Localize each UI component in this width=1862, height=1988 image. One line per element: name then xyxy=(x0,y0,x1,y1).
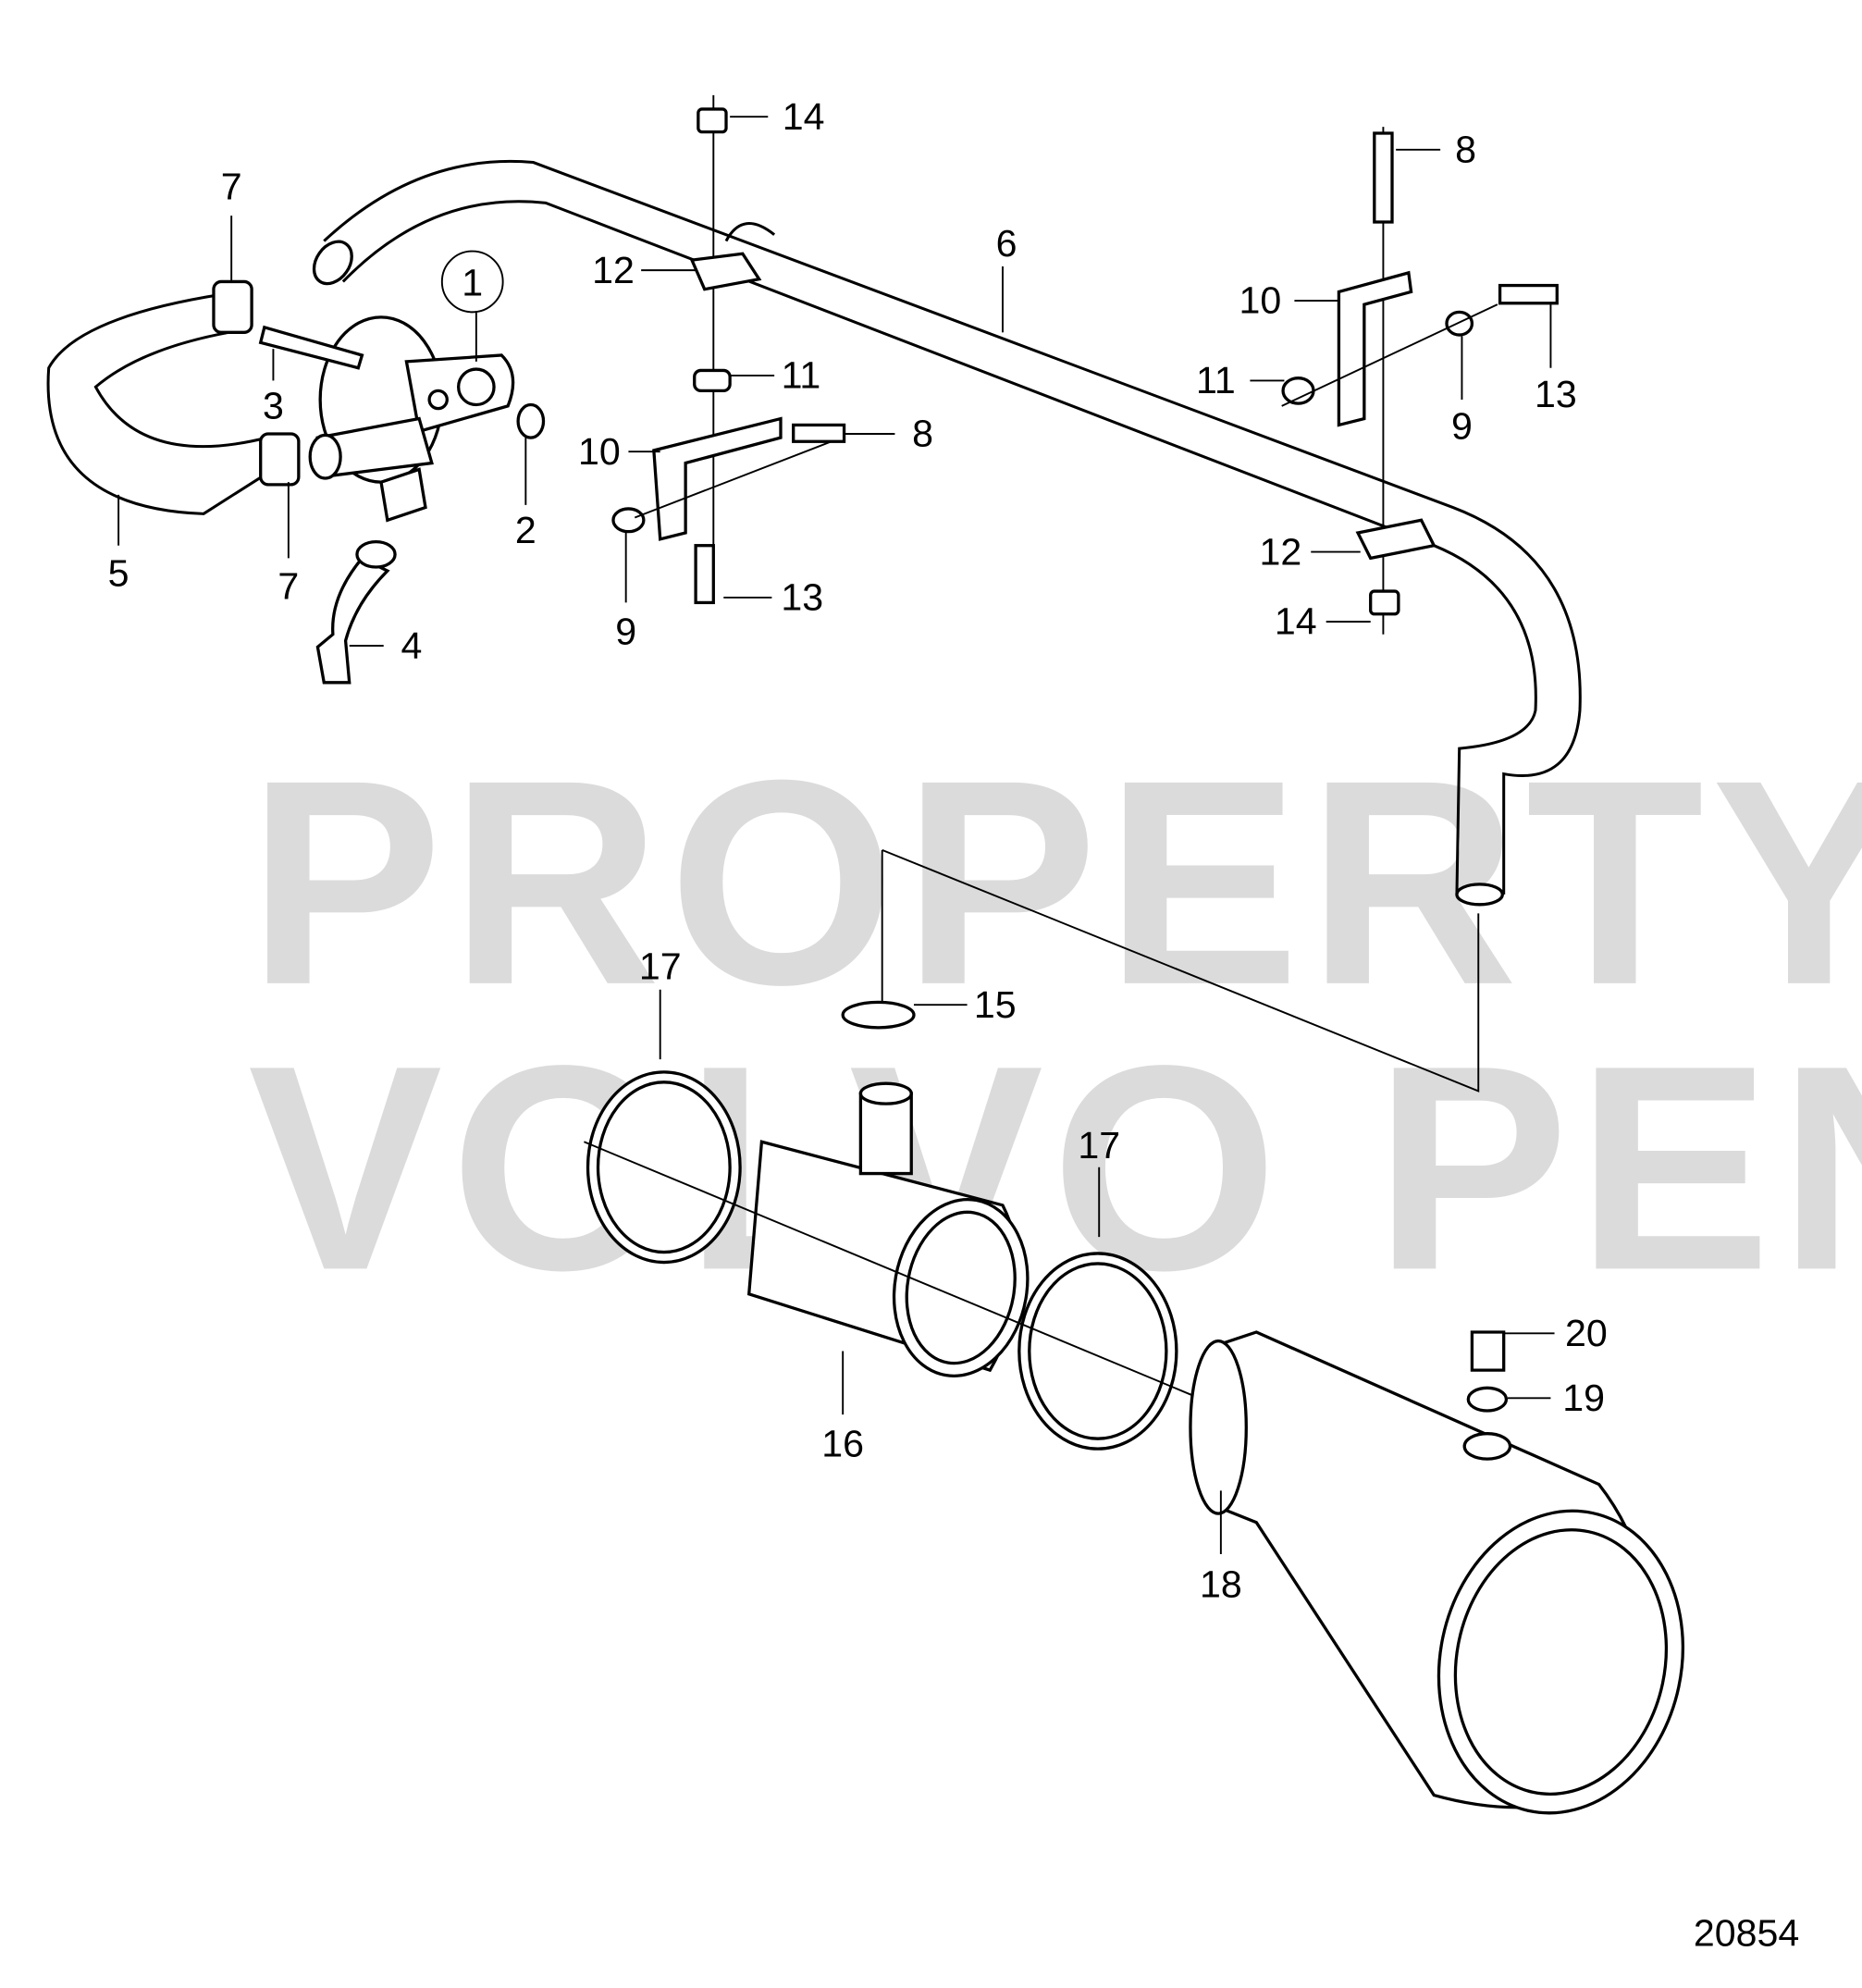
callout-14: 14 xyxy=(783,95,825,138)
callout-10: 10 xyxy=(1239,279,1282,322)
callout-11: 11 xyxy=(782,354,821,397)
callout-circle xyxy=(440,250,504,314)
nut-14 xyxy=(1369,589,1400,616)
callout-5: 5 xyxy=(108,552,129,595)
callout-labels: 1 2 3 4 5 6 7 7 8 8 9 9 10 10 11 11 12 1… xyxy=(108,95,1608,1606)
washer-9 xyxy=(611,507,646,534)
callout-10: 10 xyxy=(578,430,621,473)
leader-lines xyxy=(117,116,1555,1554)
diagram-number: 20854 xyxy=(1694,1912,1799,1955)
washer-9 xyxy=(1445,310,1474,337)
lower-assembly xyxy=(584,848,1685,1815)
callout-6: 6 xyxy=(996,222,1017,265)
callout-8: 8 xyxy=(912,413,933,455)
pipe-6 xyxy=(312,159,1582,907)
callout-13: 13 xyxy=(781,576,823,619)
hose-5 xyxy=(46,279,301,515)
spacer-11 xyxy=(1281,377,1315,405)
bolt-13 xyxy=(694,544,715,605)
hose-clamp-15 xyxy=(841,1000,916,1030)
callout-9: 9 xyxy=(615,611,636,653)
o-ring-2 xyxy=(516,402,546,439)
callout-13: 13 xyxy=(1535,373,1577,415)
callout-2: 2 xyxy=(515,509,536,551)
callout-12: 12 xyxy=(1259,530,1301,573)
callout-20: 20 xyxy=(1565,1312,1608,1354)
fitting-4 xyxy=(315,556,390,685)
clamp-12 xyxy=(1355,518,1437,561)
watermark: PROPERTY OF VOLVO PENTA xyxy=(248,719,1862,1331)
nut-14 xyxy=(697,107,728,134)
bracket-assembly-left xyxy=(611,94,846,605)
spacer-11 xyxy=(693,368,732,393)
bracket-10 xyxy=(652,416,783,541)
callout-4: 4 xyxy=(401,624,422,667)
callout-3: 3 xyxy=(263,385,284,427)
callout-17: 17 xyxy=(639,945,682,988)
clamp-12 xyxy=(689,252,762,291)
bracket-assembly-right xyxy=(1281,127,1559,635)
callout-7: 7 xyxy=(277,564,299,607)
callout-17: 17 xyxy=(1078,1124,1120,1167)
callout-8: 8 xyxy=(1455,129,1476,171)
hose-clamp-7 xyxy=(259,432,301,487)
bracket-10 xyxy=(1337,270,1413,427)
callout-11: 11 xyxy=(1196,359,1236,401)
callout-16: 16 xyxy=(821,1422,864,1464)
washer-19 xyxy=(1466,1386,1509,1413)
callout-18: 18 xyxy=(1200,1563,1242,1606)
hose-clamp-7 xyxy=(212,279,253,334)
callout-14: 14 xyxy=(1275,600,1317,643)
callout-15: 15 xyxy=(974,983,1017,1026)
bolt-8 xyxy=(1373,131,1394,224)
callout-1: 1 xyxy=(462,262,483,304)
callout-7: 7 xyxy=(221,165,242,207)
svg-text:PROPERTY OF: PROPERTY OF xyxy=(248,719,1862,1045)
callout-19: 19 xyxy=(1562,1377,1605,1419)
bolt-13 xyxy=(1498,283,1559,305)
callout-12: 12 xyxy=(592,249,635,291)
callout-9: 9 xyxy=(1451,405,1473,448)
plug-20 xyxy=(1470,1330,1506,1372)
bolt-8 xyxy=(792,423,846,443)
bolt-3 xyxy=(258,325,364,370)
housing-1 xyxy=(258,315,546,685)
